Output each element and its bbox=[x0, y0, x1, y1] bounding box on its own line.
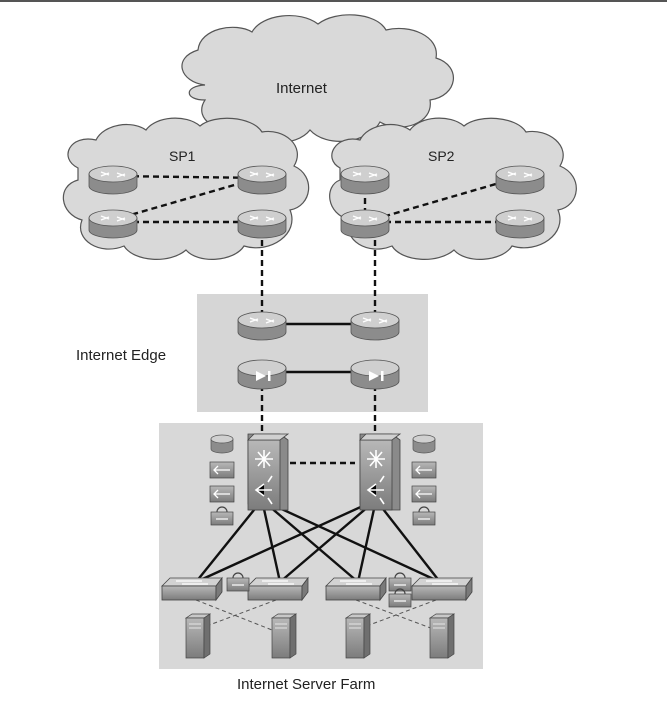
internet-edge-label: Internet Edge bbox=[76, 347, 167, 364]
service-module-icon bbox=[411, 485, 437, 503]
sp2-router-icon bbox=[495, 165, 545, 195]
edge-router-icon bbox=[350, 311, 400, 341]
sp1-cloud-label: SP1 bbox=[169, 148, 196, 164]
server-icon bbox=[185, 613, 211, 659]
sp1-router-icon bbox=[237, 209, 287, 239]
edge-router-icon bbox=[237, 311, 287, 341]
core-multilayer-switch-icon bbox=[359, 433, 401, 511]
sp2-router-icon bbox=[340, 209, 390, 239]
core-multilayer-switch-icon bbox=[247, 433, 289, 511]
server-farm-label: Internet Server Farm bbox=[237, 676, 376, 693]
server-icon bbox=[429, 613, 455, 659]
sp2-router-icon bbox=[340, 165, 390, 195]
access-switch-icon bbox=[411, 577, 473, 601]
server-icon bbox=[345, 613, 371, 659]
sp1-router-icon bbox=[237, 165, 287, 195]
sp1-router-icon bbox=[88, 209, 138, 239]
service-module-icon bbox=[209, 485, 235, 503]
internet-edge-zone bbox=[197, 294, 428, 412]
links bbox=[112, 174, 521, 584]
internet-cloud-label: Internet bbox=[276, 80, 327, 97]
service-module-icon bbox=[411, 461, 437, 479]
edge-firewall-icon bbox=[350, 359, 400, 390]
access-switch-icon bbox=[161, 577, 223, 601]
server-icon bbox=[271, 613, 297, 659]
sp2-cloud-label: SP2 bbox=[428, 148, 455, 164]
sp2-router-icon bbox=[495, 209, 545, 239]
edge-firewall-icon bbox=[237, 359, 287, 390]
service-module-icon bbox=[209, 461, 235, 479]
ids-probe-icon bbox=[210, 434, 234, 454]
access-switch-icon bbox=[247, 577, 309, 601]
ids-probe-icon bbox=[412, 434, 436, 454]
access-switch-icon bbox=[325, 577, 387, 601]
top-border bbox=[0, 0, 667, 2]
sp1-router-icon bbox=[88, 165, 138, 195]
